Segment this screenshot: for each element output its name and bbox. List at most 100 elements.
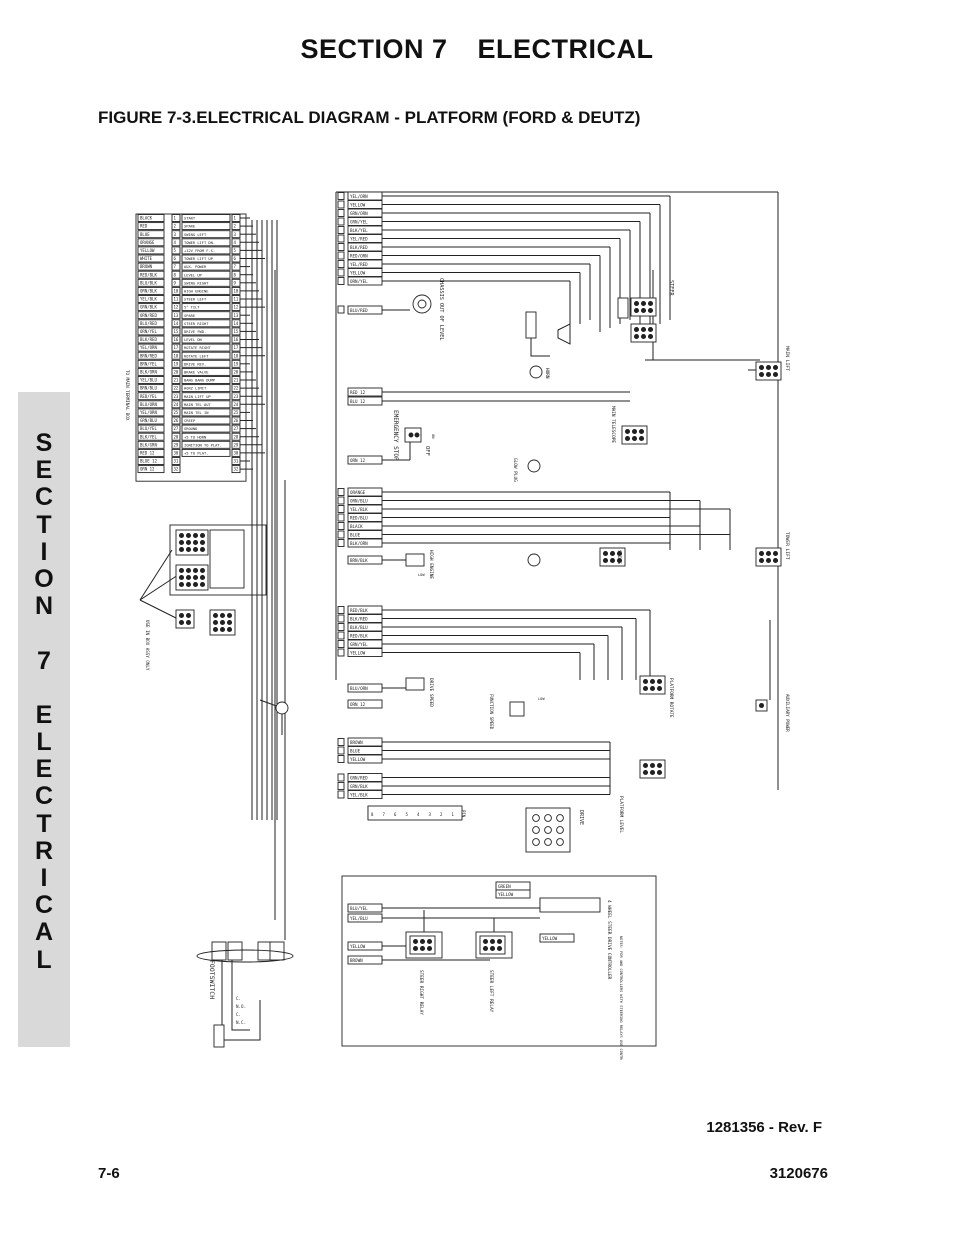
wire-tag-label: ORN 12 [350,458,366,463]
connector-pin [638,435,645,442]
terminal-number-box [231,424,241,433]
terminal-wire-label: BLUE [140,232,150,237]
connector-pin [616,557,623,564]
connector-pin [642,769,649,776]
side-tab-letter: C [34,483,54,512]
terminal-function-label: HIGH ENGINE [184,290,208,294]
wire-tag-label: BLK/RED [350,616,368,621]
pin-box [337,746,345,755]
terminal-function-box [181,448,231,457]
connector-pin [482,945,489,952]
pin-label: PIN [461,810,466,818]
drive-speed-label: DRIVE SPEED [428,678,434,707]
connector-pin [178,532,185,539]
wire-tag-label: RED/BLK [350,608,368,613]
terminal-wire-box [137,408,165,417]
side-tab-letter: L [36,945,52,974]
terminal-number-box [171,457,181,465]
terminal-number-box [231,238,241,247]
wire-tag-label: YELLOW [350,757,366,762]
wire-tag-label: ORN/BLU [350,498,368,503]
terminal-number: 19 [174,361,179,366]
switch-pin [414,432,420,438]
main-telescope-connector [621,425,648,445]
terminal-wire-label: RED/BLK [140,272,157,277]
terminal-wire-label: RED 12 [140,451,155,456]
terminal-wire-box [137,286,165,295]
mid-wire-tag [347,504,383,514]
swing-label: SWING [616,550,622,564]
terminal-function-label: MAIN TEL IN [184,411,208,415]
terminal-function-box [181,416,231,425]
connector-pin [178,539,185,546]
connector-pin [656,762,663,769]
terminal-number: 4 [234,240,237,245]
wire-tag-label: YEL/BLK [350,507,368,512]
wire-tag [347,683,383,693]
bottom-wire-tag [347,790,383,799]
terminal-function-label: AUX. POWER [184,265,207,269]
section-title: ELECTRICAL [477,34,654,64]
terminal-number-box [231,311,241,320]
connector-pin [192,532,199,539]
terminal-number: 2 [234,224,237,229]
wire-tag-label: BLU/ORN [350,686,368,691]
connector-pin [633,333,640,340]
tower-lift-connector [755,547,782,567]
wire-tag [347,387,383,397]
terminal-number: 22 [234,386,239,391]
terminal-function-box [181,327,231,336]
pin-box [337,305,345,314]
terminal-function-label: STEER RIGHT [184,322,209,326]
terminal-number: 17 [234,345,239,350]
connector-pin [772,550,779,557]
wire-tag-label: ORN 12 [350,702,366,707]
side-tab-letter: N [34,592,54,621]
terminal-number: 19 [234,361,239,366]
terminal-function-box [181,295,231,303]
connector-pin [647,326,654,333]
pin-box [337,200,345,209]
terminal-number-box [231,303,241,312]
connector-pin [656,769,663,776]
pin-box [337,522,345,530]
top-wire-tag [347,251,383,260]
connector-pin [765,557,772,564]
terminal-number-box [171,432,181,441]
terminal-function-label: SPARE [184,314,195,318]
terminal-number: 1 [234,216,237,221]
connector-pin [772,371,779,378]
terminal-wire-box [137,246,165,255]
terminal-function-box [181,351,231,360]
side-tab-letter: 7 [37,646,51,675]
terminal-function-label: SWING LEFT [184,233,207,237]
switch-on-label: ON [431,434,436,439]
connector-pin [178,619,185,626]
connector-pin [649,769,656,776]
connector-pin [199,574,206,581]
switch-contact: C. [236,996,241,1001]
mid-wire-tag [347,538,383,548]
wire-tag-label: GRN/ORN [350,211,368,216]
connector-pin [609,550,616,557]
steer-tag [617,297,629,319]
terminal-wire-label: WHITE [140,256,153,261]
pin-box [337,782,345,790]
terminal-number: 31 [234,459,239,464]
bottom-wire-tag [347,781,383,791]
terminal-function-box [181,270,231,279]
terminal-number: 10 [234,289,239,294]
terminal-number-box [231,457,241,465]
terminal-number: 6 [174,256,177,261]
terminal-number: 24 [234,402,239,407]
mid-wire-tag [347,639,383,649]
connector-pin [192,574,199,581]
top-wire-tag [347,200,383,209]
wire-tag-label: RED 12 [350,390,366,395]
terminal-number-box [231,392,241,401]
wire-tag-label: YELLOW [350,202,366,207]
terminal-wire-box [137,440,165,449]
terminal-wire-box [137,311,165,320]
